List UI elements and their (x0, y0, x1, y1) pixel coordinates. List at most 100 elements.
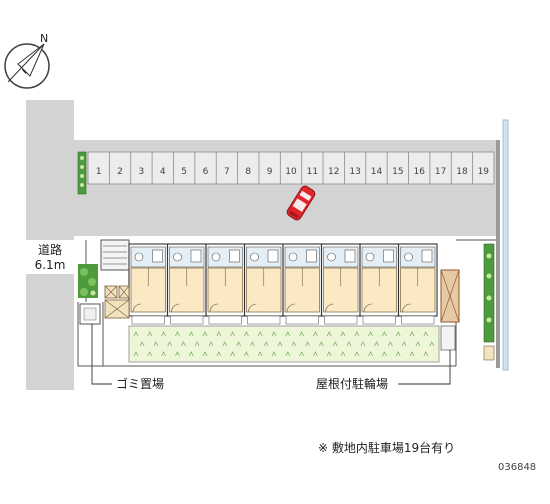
apartment-unit (130, 246, 166, 325)
parking-space-number: 3 (139, 167, 145, 177)
grass-tuft (230, 331, 235, 337)
bicycle-shelter (440, 269, 460, 351)
apartment-unit (359, 244, 397, 325)
grass-tuft (423, 351, 429, 357)
grass-tuft (354, 351, 360, 357)
apartment-unit (282, 244, 320, 325)
grass-tuft (395, 351, 401, 357)
grass-tuft (340, 331, 346, 337)
grass-tuft (299, 331, 304, 337)
grass-tuft (299, 351, 304, 357)
parking-space-number: 5 (181, 167, 187, 177)
grass-tuft (222, 341, 228, 347)
road-label-line1: 道路 (38, 242, 62, 257)
parking-space-number: 11 (307, 167, 318, 177)
grass-tuft (161, 331, 166, 337)
parking-space-number: 9 (267, 167, 273, 177)
grass-tuft (368, 351, 373, 357)
parking-space-number: 7 (224, 167, 230, 177)
grass-tuft (263, 341, 269, 347)
grass-tuft (208, 341, 214, 347)
parking-space-number: 18 (456, 167, 468, 177)
grass-tuft (244, 351, 249, 357)
grass-tuft (340, 351, 346, 357)
grass-tuft (313, 331, 318, 337)
grass-tuft (133, 331, 139, 337)
compass-label: N (40, 32, 48, 45)
garbage-leader-line (91, 324, 112, 385)
diagram-code: 036848 (498, 462, 536, 473)
grass-tuft (374, 341, 379, 347)
parking-space-number: 14 (371, 167, 383, 177)
grass-tuft (285, 351, 291, 357)
parking-space-number: 19 (478, 167, 490, 177)
parking-space-number: 16 (413, 167, 425, 177)
grass-tuft (147, 351, 153, 357)
parking-space-number: 12 (328, 167, 339, 177)
grass-tuft (216, 331, 222, 337)
parking-space-number: 4 (160, 167, 166, 177)
parking-space-number: 2 (117, 167, 123, 177)
grass-tuft (257, 351, 263, 357)
parking-space-number: 8 (245, 167, 251, 177)
grass-tuft (291, 341, 297, 347)
grass-tuft (230, 351, 235, 357)
grass-tuft (285, 331, 291, 337)
road-label-line2: 6.1m (35, 258, 66, 272)
parking-stripe-area (87, 151, 495, 185)
grass-tuft (401, 341, 407, 347)
grass-tuft (319, 341, 324, 347)
bicycle-shelter-label: 屋根付駐輪場 (316, 376, 388, 391)
apartment-unit (243, 244, 282, 325)
grass-dots (133, 331, 435, 357)
garbage-area (79, 303, 101, 325)
parking-space-number: 1 (96, 167, 102, 177)
grass-tuft (175, 331, 180, 337)
parking-space-number: 10 (285, 167, 297, 177)
entrance-stairs (100, 239, 130, 271)
parking-space-number: 17 (435, 167, 446, 177)
garden-strip (128, 325, 440, 363)
water-channel (502, 119, 509, 371)
grass-tuft (332, 341, 338, 347)
grass-tuft (188, 331, 194, 337)
entrance-hedge (78, 264, 98, 298)
right-wall (496, 140, 500, 368)
grass-tuft (395, 331, 401, 337)
parked-car-icon (286, 185, 316, 221)
grass-tuft (244, 331, 249, 337)
right-hedge (483, 243, 495, 361)
grass-tuft (153, 341, 159, 347)
grass-tuft (429, 341, 435, 347)
grass-tuft (271, 331, 277, 337)
grass-tuft (175, 351, 180, 357)
grass-tuft (313, 351, 318, 357)
grass-tuft (161, 351, 166, 357)
compass-icon: N (4, 32, 50, 89)
grass-tuft (326, 331, 332, 337)
grass-tuft (382, 331, 387, 337)
grass-tuft (277, 341, 283, 347)
grass-tuft (382, 351, 387, 357)
bicycle-leader-line (398, 350, 451, 385)
grass-tuft (326, 351, 332, 357)
grass-tuft (409, 331, 415, 337)
grass-tuft (194, 341, 200, 347)
grass-tuft (147, 331, 153, 337)
parking-space-number: 13 (349, 167, 360, 177)
apartment-unit (166, 244, 205, 325)
grass-tuft (236, 341, 241, 347)
apartment-unit (205, 244, 243, 325)
grass-tuft (139, 341, 145, 347)
grass-tuft (216, 351, 222, 357)
grass-tuft (346, 341, 352, 347)
parking-note: ※ 敷地内駐車場19台有り (318, 440, 455, 455)
building-units (130, 244, 436, 325)
grass-tuft (202, 351, 208, 357)
storage-boxes (104, 285, 130, 319)
left-hedge (77, 151, 87, 195)
grass-tuft (271, 351, 277, 357)
grass-tuft (368, 331, 373, 337)
